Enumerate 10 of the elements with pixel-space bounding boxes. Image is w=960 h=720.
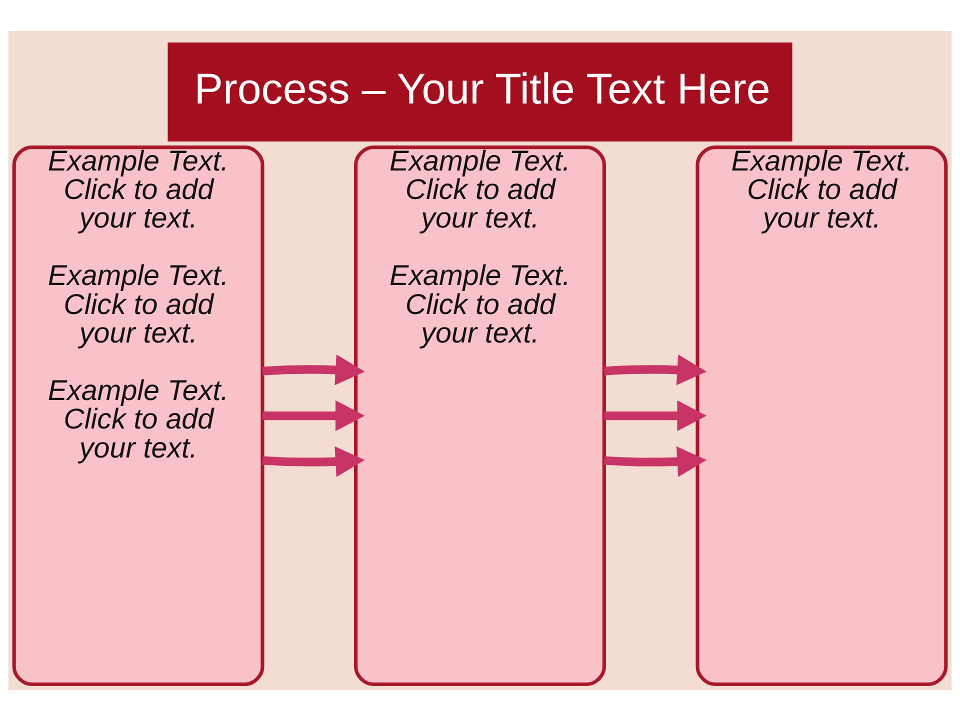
arrow bbox=[604, 354, 707, 385]
node-box: Example Text. Click to add your text. bbox=[696, 145, 948, 686]
diagram-title: Process – Your Title Text Here bbox=[194, 65, 770, 114]
node-box: Example Text. Click to add your text. Example Text. Click to add your text. bbox=[354, 145, 606, 686]
arrow bbox=[604, 400, 707, 431]
arrow bbox=[262, 400, 365, 431]
arrow bbox=[604, 446, 707, 477]
node-box: Example Text. Click to add your text. Example Text. Click to add your text. Example Text. Click to add your text. bbox=[12, 145, 264, 686]
arrow bbox=[262, 354, 365, 385]
arrow bbox=[262, 446, 365, 477]
